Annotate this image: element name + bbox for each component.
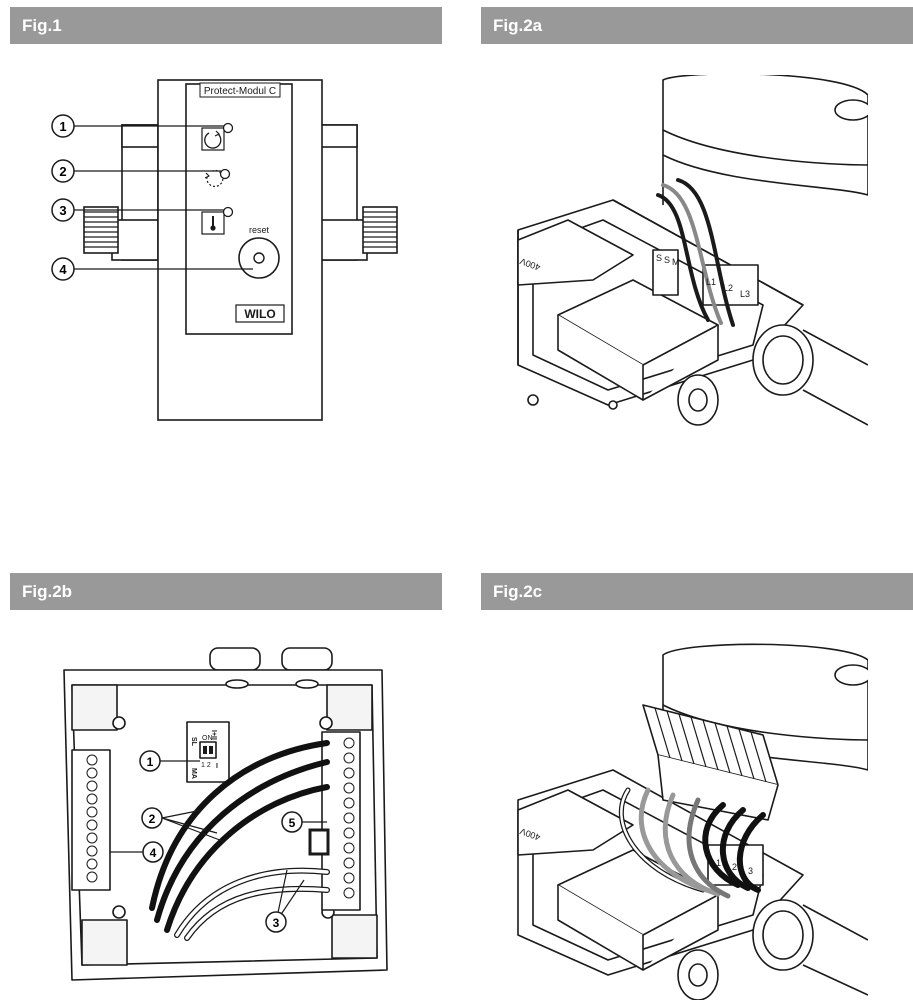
svg-text:2: 2 xyxy=(59,164,66,179)
led-1 xyxy=(222,122,234,134)
svg-text:I: I xyxy=(216,763,218,770)
restart-arrow-icon xyxy=(201,127,225,151)
svg-text:4: 4 xyxy=(59,262,67,277)
svg-text:3: 3 xyxy=(273,916,280,930)
svg-text:L1: L1 xyxy=(706,277,716,287)
callout-1: 1 xyxy=(139,750,161,772)
svg-text:2: 2 xyxy=(149,812,156,826)
svg-text:L3: L3 xyxy=(740,289,750,299)
fig2a-illustration: S S M L1 L2 L3 400V xyxy=(517,75,868,426)
fig2c-illustration: 1 2 3 400V xyxy=(517,643,868,1000)
fig2a-terminal-labels: S S M L1 L2 L3 xyxy=(656,253,750,299)
svg-text:1 2: 1 2 xyxy=(201,762,211,769)
callout-2: 2 xyxy=(51,159,75,183)
dip-switch[interactable] xyxy=(203,746,213,754)
svg-text:3: 3 xyxy=(59,203,66,218)
fig2c-terminal-labels: 1 2 3 xyxy=(716,858,753,876)
fig2a-header: Fig.2a xyxy=(481,7,913,44)
wilo-logo: WILO xyxy=(235,304,285,323)
fig2c-header: Fig.2c xyxy=(481,573,913,610)
module-label: Protect-Modul C xyxy=(204,86,276,97)
svg-text:M: M xyxy=(672,257,680,267)
svg-text:I+II: I+II xyxy=(210,730,217,740)
reset-button[interactable] xyxy=(238,237,280,279)
thermometer-icon xyxy=(201,211,225,235)
fig2b-illustration: SL I+II ON 1 2 MA I 1 2 4 3 5 xyxy=(63,647,388,981)
svg-text:SL: SL xyxy=(190,737,197,747)
svg-text:1: 1 xyxy=(147,755,154,769)
callout-3: 3 xyxy=(265,911,287,933)
svg-text:L2: L2 xyxy=(723,283,733,293)
svg-text:MA: MA xyxy=(190,768,197,779)
fig2b-header: Fig.2b xyxy=(10,573,442,610)
dip-switch-labels: SL I+II ON 1 2 MA I xyxy=(190,730,218,779)
svg-text:3: 3 xyxy=(748,866,753,876)
callout-4: 4 xyxy=(142,841,164,863)
callout-1: 1 xyxy=(51,114,75,138)
svg-text:1: 1 xyxy=(59,119,66,134)
callout-5: 5 xyxy=(281,811,303,833)
svg-text:5: 5 xyxy=(289,816,296,830)
svg-text:ON: ON xyxy=(202,735,213,742)
svg-text:2: 2 xyxy=(732,862,737,872)
svg-text:S: S xyxy=(656,253,662,263)
callout-3: 3 xyxy=(51,198,75,222)
left-cable-gland xyxy=(83,206,119,254)
right-cable-gland xyxy=(362,206,398,254)
callout-4: 4 xyxy=(51,257,75,281)
led-3 xyxy=(222,206,234,218)
fig1-illustration: Protect-Modul C reset WILO 1 xyxy=(51,79,398,421)
svg-text:4: 4 xyxy=(150,846,157,860)
svg-text:S: S xyxy=(664,255,670,265)
led-2 xyxy=(219,168,231,180)
svg-text:WILO: WILO xyxy=(244,307,275,321)
svg-text:1: 1 xyxy=(716,858,721,868)
reset-label: reset xyxy=(249,225,270,235)
callout-2: 2 xyxy=(141,807,163,829)
fig1-header: Fig.1 xyxy=(10,7,442,44)
